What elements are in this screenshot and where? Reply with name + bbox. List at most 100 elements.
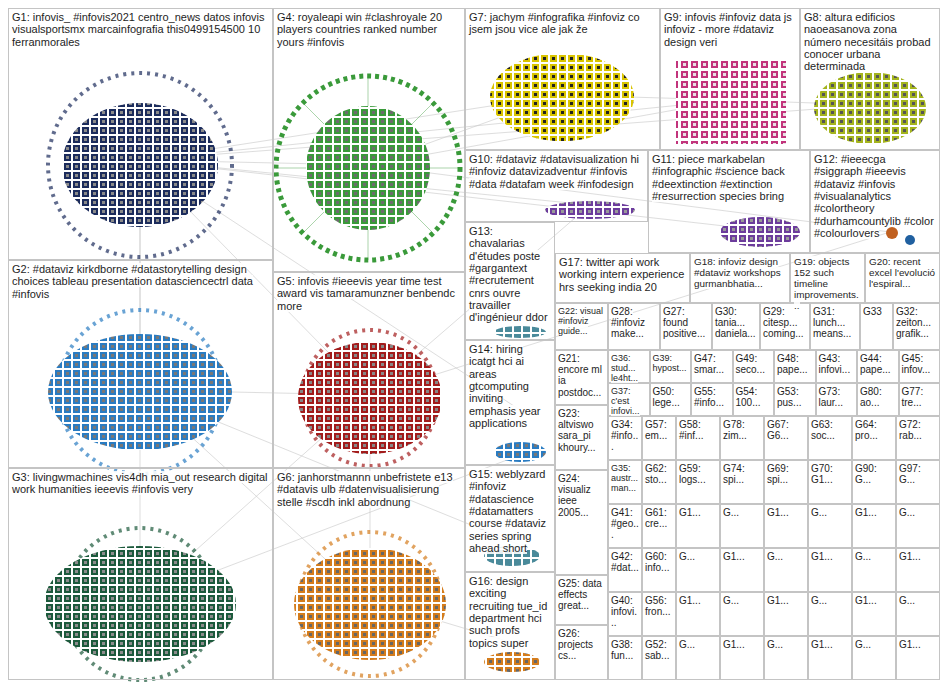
group-box: G12: #ieeecga #siggraph #ieeevis #datavi… [810,150,940,253]
group-label: G33 [863,306,882,317]
group-label: G64: pro... [855,419,878,441]
group-label: G... [723,507,739,518]
group-label: G73: laur... [819,386,843,408]
group-box: G17: twitter api work working intern exp… [555,253,690,303]
group-label: G... [767,551,783,562]
group-box: G13: chavalarias d'études poste #gargant… [465,222,555,340]
group-box: G... [852,548,896,592]
group-label: G48: pape... [777,353,808,375]
group-label: G32: zeiton... grafik... [896,306,931,339]
group-label: G1... [723,551,745,562]
group-label: G42: #dat... [611,551,639,573]
group-box: G97: G... [896,460,940,504]
group-box: G45: infov... [899,350,941,383]
group-label: G... [679,551,695,562]
group-label: G3: livingwmachines vis4dh mia_out resea… [12,471,268,495]
group-box: G43: infovi... [816,350,858,383]
group-label: G... [679,639,695,650]
group-label: G13: chavalarias d'études poste #gargant… [469,225,548,323]
group-label: G25: data effects great... [558,578,602,611]
group-box: G14: hiring icatgt hci ai areas gtcomput… [465,340,555,465]
group-box: G5: infovis #ieeevis year time test awar… [273,272,465,468]
group-box: G64: pro... [852,416,896,460]
group-box: G54: 100... [733,383,775,416]
group-box: G60: info... [642,548,676,592]
group-label: G18: infoviz design #dataviz workshops g… [694,256,781,289]
group-label: G6: janhorstmannn unbefristete e13 #data… [277,471,453,508]
group-box: G29: citesp... coming... [760,303,810,350]
group-box: G1... [852,592,896,636]
group-box: G67: G6... [764,416,808,460]
group-label: G... [767,639,783,650]
group-box: G27: found positive... [660,303,712,350]
group-label: G1... [855,595,877,606]
group-label: G1... [899,639,921,650]
group-box: G16: design exciting recruiting tue_id d… [465,572,555,680]
group-label: G77: tre... [902,386,924,408]
group-box: G... [808,504,852,548]
group-box: G20: recent excel l'evolució l'espiral..… [865,253,940,303]
group-box: G74: spi... [720,460,764,504]
group-box: G... [720,592,764,636]
group-box: G... [896,592,940,636]
group-box: G18: infoviz design #dataviz workshops g… [690,253,790,303]
group-label: G24: visualiz ieee 2005... [558,473,591,518]
group-box: G... [896,504,940,548]
group-box: G33 [860,303,893,350]
group-box: G49: seco... [733,350,775,383]
group-box: G26: projects cs... [555,625,608,680]
group-box: G40: infovi... [608,592,642,636]
group-label: G21: encore ml ia postdoc... [558,353,602,398]
group-box: G44: pape... [857,350,899,383]
group-label: G78: zim... [723,419,747,441]
group-box: G6: janhorstmannn unbefristete e13 #data… [273,468,465,680]
group-label: G15: weblyzard #infoviz #datascience #da… [469,468,546,554]
group-label: G59: logs... [679,463,706,485]
group-label: G1... [899,551,921,562]
group-label: G... [723,595,739,606]
group-label: G22: visual #infoviz guide... [558,306,603,336]
group-label: G60: info... [645,551,669,573]
group-box: G41: #geo... [608,504,642,548]
group-box: G52: sab... [642,636,676,680]
group-box: G15: weblyzard #infoviz #datascience #da… [465,465,555,572]
group-box: G10: #dataviz #datavisualization hi #inf… [465,150,648,222]
group-label: G... [855,639,871,650]
group-label: G45: infov... [902,353,931,375]
group-label: G53: pus... [777,386,801,408]
group-box: G1... [764,592,808,636]
group-label: G38: fun... [611,639,633,661]
group-box: G7: jachym #infografika #infoviz co jsem… [465,8,660,150]
group-box: G32: zeiton... grafik... [893,303,940,350]
group-label: G12: #ieeecga #siggraph #ieeevis #datavi… [814,153,934,239]
group-box: G1... [808,548,852,592]
group-label: G43: infovi... [819,353,851,375]
group-box: G30: tania... daniela... [712,303,760,350]
group-box: G78: zim... [720,416,764,460]
group-label: G... [855,551,871,562]
group-box: G35: austr... man... [608,460,642,504]
group-label: G72: rab... [899,419,922,441]
group-label: G... [899,595,915,606]
group-box: G9: infovis #infoviz data js infoviz - m… [660,8,800,150]
group-box: G90: G... [852,460,896,504]
group-label: G70: G1... [811,463,833,485]
group-box: G... [852,636,896,680]
group-box: G72: rab... [896,416,940,460]
group-label: G67: G6... [767,419,789,441]
group-label: G1... [811,551,833,562]
group-label: G90: G... [855,463,877,485]
group-label: G8: altura edificios naoeasanova zona nú… [804,11,931,72]
group-label: G5: infovis #ieeevis year time test awar… [277,275,455,312]
group-label: G36: stud... le4ht... [611,353,638,383]
group-label: G62: sto... [645,463,667,485]
group-box: G3: livingwmachines vis4dh mia_out resea… [8,468,273,680]
group-label: G34: #info... [611,419,638,452]
group-label: G26: projects cs... [558,628,593,661]
group-box: G1: infovis_ #infovis2021 centro_news da… [8,8,273,260]
group-label: G50: lege... [653,386,680,408]
group-box: G38: fun... [608,636,642,680]
group-box: G77: tre... [899,383,941,416]
group-box: G63: soc... [808,416,852,460]
group-box: G56: fron... [642,592,676,636]
